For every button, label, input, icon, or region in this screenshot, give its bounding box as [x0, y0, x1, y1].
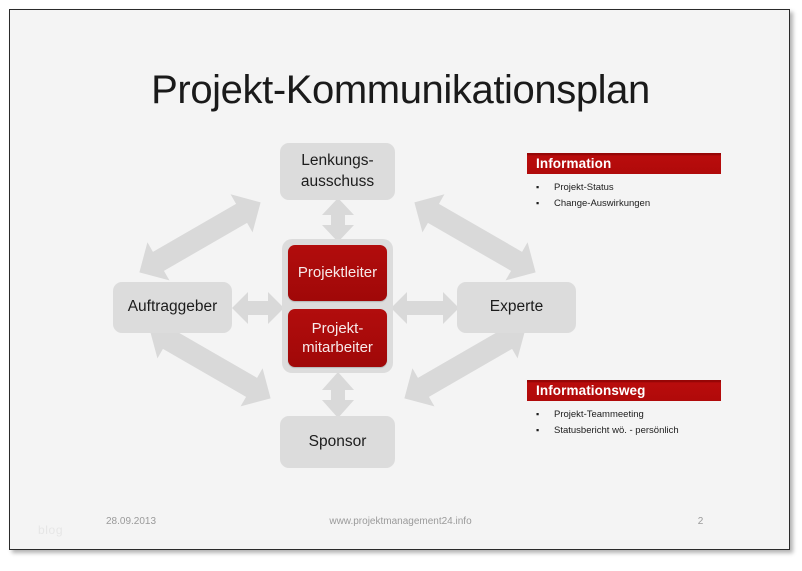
diagram-node-sponsor[interactable]: Sponsor [280, 416, 395, 468]
slide-canvas: Projekt-Kommunikationsplan [9, 9, 790, 550]
diagram-node-auftraggeber[interactable]: Auftraggeber [113, 282, 232, 333]
list-item-label: Projekt-Teammeeting [554, 409, 644, 420]
bullet-icon: ▪ [536, 182, 540, 192]
list-item: ▪ Change-Auswirkungen [536, 197, 721, 212]
node-label: Projektleiter [297, 264, 378, 282]
arrow-center-experte [391, 292, 459, 324]
panel-informationsweg-header: Informationsweg [527, 380, 721, 401]
arrow-lenkungsausschuss-experte [394, 194, 546, 290]
communication-plan-diagram: Lenkungs-ausschuss Auftraggeber Experte … [10, 10, 789, 549]
panel-information-list: ▪ Projekt-Status ▪ Change-Auswirkungen [527, 174, 721, 211]
arrow-auftraggeber-sponsor [129, 320, 281, 416]
arrow-auftraggeber-center [232, 292, 284, 324]
footer-page-number: 2 [697, 516, 704, 527]
list-item: ▪ Projekt-Status [536, 181, 721, 196]
list-item: ▪ Projekt-Teammeeting [536, 408, 721, 423]
node-label: Auftraggeber [127, 298, 218, 316]
node-label: Experte [489, 298, 544, 316]
diagram-node-experte[interactable]: Experte [457, 282, 576, 333]
arrow-auftraggeber-lenkungsausschuss [129, 194, 281, 290]
node-label: Projekt-mitarbeiter [302, 319, 373, 356]
arrow-center-sponsor [321, 372, 355, 418]
panel-information: Information ▪ Projekt-Status ▪ Change-Au… [527, 153, 721, 212]
list-item-label: Change-Auswirkungen [554, 197, 651, 209]
arrow-sponsor-experte [394, 320, 546, 416]
footer-date: 28.09.2013 [106, 516, 157, 527]
list-item-label: Statusbericht wö. - persönlich [554, 424, 679, 436]
node-label: Lenkungs-ausschuss [300, 152, 375, 190]
diagram-center-cluster: Projektleiter Projekt-mitarbeiter [282, 239, 393, 373]
diagram-node-projektleiter[interactable]: Projektleiter [288, 245, 387, 301]
panel-informationsweg: Informationsweg ▪ Projekt-Teammeeting ▪ … [527, 380, 721, 439]
diagram-node-lenkungsausschuss[interactable]: Lenkungs-ausschuss [280, 143, 395, 200]
list-item-label: Projekt-Status [554, 182, 614, 193]
watermark-blog: blog [38, 523, 64, 537]
arrow-center-lenkungsausschuss [321, 198, 355, 242]
slide-footer: 28.09.2013 www.projektmanagement24.info … [10, 516, 789, 540]
list-item: ▪ Statusbericht wö. - persönlich [536, 424, 721, 439]
bullet-icon: ▪ [536, 197, 540, 208]
node-label: Sponsor [308, 432, 367, 450]
diagram-node-projektmitarbeiter[interactable]: Projekt-mitarbeiter [288, 309, 387, 367]
panel-informationsweg-list: ▪ Projekt-Teammeeting ▪ Statusbericht wö… [527, 401, 721, 438]
bullet-icon: ▪ [536, 424, 540, 435]
panel-information-header: Information [527, 153, 721, 174]
footer-url: www.projektmanagement24.info [329, 516, 472, 527]
bullet-icon: ▪ [536, 409, 540, 419]
page-title: Projekt-Kommunikationsplan [151, 68, 650, 112]
